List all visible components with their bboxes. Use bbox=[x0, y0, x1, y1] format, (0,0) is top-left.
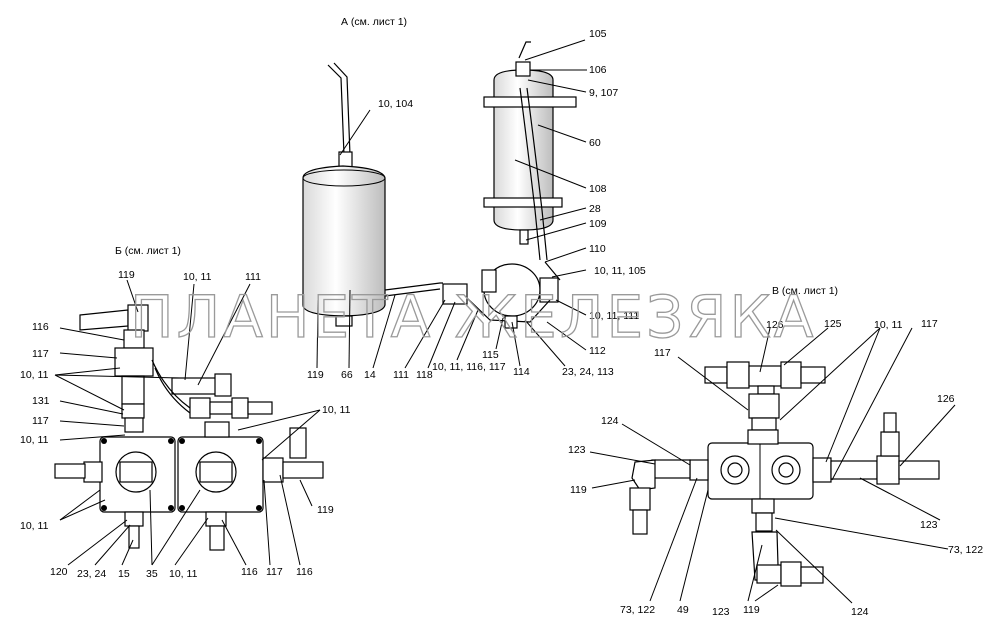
valve-block-left bbox=[54, 436, 176, 549]
label-10-11-111: 10, 11, 111 bbox=[589, 310, 639, 322]
section-b: Б (см. лист 1) bbox=[20, 245, 351, 580]
valve-block-right bbox=[177, 421, 324, 551]
label-123-v1: 123 bbox=[568, 444, 586, 456]
label-117-v1: 117 bbox=[921, 318, 938, 330]
label-10-11-b2: 10, 11 bbox=[20, 434, 49, 446]
label-23-24: 23, 24 bbox=[77, 568, 106, 580]
section-v-header: В (см. лист 1) bbox=[772, 285, 838, 297]
label-10-11-b1: 10, 11 bbox=[20, 369, 49, 381]
label-117-b2: 117 bbox=[32, 415, 49, 427]
fittings-left-v bbox=[629, 459, 691, 535]
label-14: 14 bbox=[364, 369, 376, 381]
label-125: 125 bbox=[824, 318, 842, 330]
fittings-top-v bbox=[704, 361, 826, 431]
label-111-b: 111 bbox=[245, 271, 261, 283]
label-110: 110 bbox=[589, 243, 606, 255]
label-126-v2: 126 bbox=[937, 393, 955, 405]
label-114: 114 bbox=[513, 366, 530, 378]
label-126-v1: 126 bbox=[766, 319, 784, 331]
label-112: 112 bbox=[589, 345, 606, 357]
label-105: 105 bbox=[589, 28, 607, 40]
section-v: В (см. лист 1) bbox=[568, 285, 983, 618]
label-111-a: 111 bbox=[393, 369, 409, 381]
label-73-122-v2: 73, 122 bbox=[620, 604, 655, 616]
label-10-11-top: 10, 11 bbox=[183, 271, 212, 283]
label-116-b2: 116 bbox=[241, 566, 258, 578]
label-49: 49 bbox=[677, 604, 689, 616]
watermark-text: ПЛАНЕТА ЖЕЛЕЗЯКА bbox=[130, 283, 816, 351]
label-15: 15 bbox=[118, 568, 130, 580]
section-b-header: Б (см. лист 1) bbox=[115, 245, 181, 257]
label-119-v2: 119 bbox=[743, 604, 760, 616]
label-116-b3: 116 bbox=[296, 566, 313, 578]
label-10-104: 10, 104 bbox=[378, 98, 413, 110]
label-118: 118 bbox=[416, 369, 433, 381]
section-a: А (см. лист 1) bbox=[302, 16, 646, 381]
label-119-b: 119 bbox=[118, 269, 135, 281]
label-9-107: 9, 107 bbox=[589, 87, 618, 99]
label-116-b: 116 bbox=[32, 321, 49, 333]
air-tank-108 bbox=[483, 41, 577, 261]
label-108: 108 bbox=[589, 183, 607, 195]
double-valve-49 bbox=[689, 429, 832, 532]
label-131: 131 bbox=[32, 395, 50, 407]
label-10-11-b3: 10, 11 bbox=[322, 404, 351, 416]
label-119-b-right: 119 bbox=[317, 504, 334, 516]
section-a-header: А (см. лист 1) bbox=[341, 16, 407, 28]
label-10-11-116-117: 10, 11, 116, 117 bbox=[432, 361, 506, 373]
label-106: 106 bbox=[589, 64, 607, 76]
label-66: 66 bbox=[341, 369, 353, 381]
label-117-v2: 117 bbox=[654, 347, 671, 359]
label-10-11-b5: 10, 11 bbox=[169, 568, 198, 580]
label-23-24-113: 23, 24, 113 bbox=[562, 366, 614, 378]
label-119-a: 119 bbox=[307, 369, 324, 381]
label-60: 60 bbox=[589, 137, 601, 149]
label-124-v2: 124 bbox=[851, 606, 869, 618]
label-123-v3: 123 bbox=[712, 606, 730, 618]
label-120: 120 bbox=[50, 566, 68, 578]
label-28: 28 bbox=[589, 203, 601, 215]
receiver-tank-66 bbox=[302, 62, 386, 327]
valve-unit-section-a bbox=[384, 261, 561, 329]
label-123-v2: 123 bbox=[920, 519, 938, 531]
label-35: 35 bbox=[146, 568, 158, 580]
label-10-11-105: 10, 11, 105 bbox=[594, 265, 646, 277]
fittings-upper-b bbox=[79, 304, 273, 433]
fittings-bottom-v bbox=[751, 531, 824, 587]
label-10-11-b4: 10, 11 bbox=[20, 520, 49, 532]
label-117-b3: 117 bbox=[266, 566, 283, 578]
fittings-right-v bbox=[830, 412, 940, 485]
label-109: 109 bbox=[589, 218, 607, 230]
label-119-v1: 119 bbox=[570, 484, 587, 496]
label-10-11-v: 10, 11 bbox=[874, 319, 903, 331]
label-73-122-v1: 73, 122 bbox=[948, 544, 983, 556]
label-117-b1: 117 bbox=[32, 348, 49, 360]
label-124-v1: 124 bbox=[601, 415, 619, 427]
label-115: 115 bbox=[482, 349, 499, 361]
